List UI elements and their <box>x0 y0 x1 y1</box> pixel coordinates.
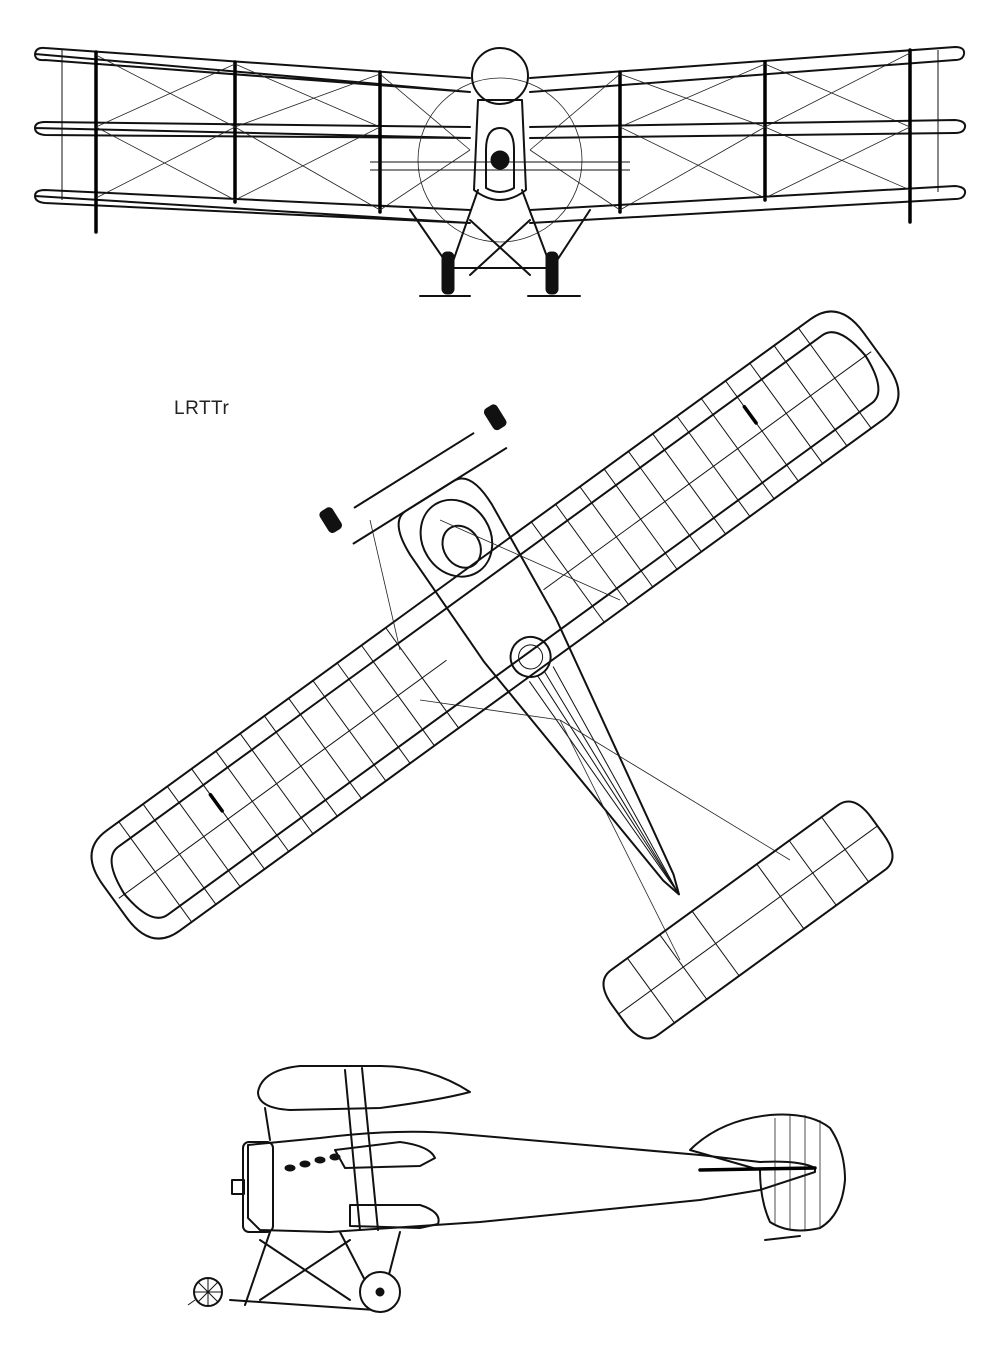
side-bottom-wing <box>349 1204 440 1229</box>
top-view <box>90 310 900 1040</box>
front-undercarriage <box>409 189 591 276</box>
drawing-label: LRTTr <box>174 398 230 419</box>
top-wing <box>90 310 900 940</box>
front-fuselage <box>473 99 527 201</box>
side-struts <box>264 1067 379 1231</box>
side-fuselage <box>247 1130 816 1233</box>
side-fin <box>689 1113 846 1232</box>
front-bottom-wing <box>34 185 967 224</box>
front-thin-struts <box>61 50 939 200</box>
side-top-wing <box>257 1065 471 1111</box>
front-left-wheel <box>441 251 455 295</box>
front-struts <box>94 48 912 234</box>
front-right-wheel <box>545 251 559 295</box>
front-view <box>34 46 967 297</box>
side-propeller-hub <box>231 1179 245 1195</box>
front-top-wing <box>34 46 966 93</box>
top-tailplane <box>602 800 894 1040</box>
front-propeller-disc <box>417 77 583 243</box>
side-view <box>187 1065 846 1313</box>
top-fuselage <box>319 404 680 896</box>
side-undercarriage <box>229 1231 401 1311</box>
front-middle-wing <box>34 119 967 139</box>
side-middle-wing <box>334 1141 436 1169</box>
side-rudder-ribs <box>774 1115 821 1230</box>
side-exhaust-ports <box>284 1153 341 1172</box>
front-bracing-wires <box>95 52 911 211</box>
front-spinner <box>490 150 510 170</box>
top-bracing-wires <box>369 519 791 961</box>
front-cockpit <box>485 127 515 193</box>
front-engine-cowl <box>471 47 529 105</box>
